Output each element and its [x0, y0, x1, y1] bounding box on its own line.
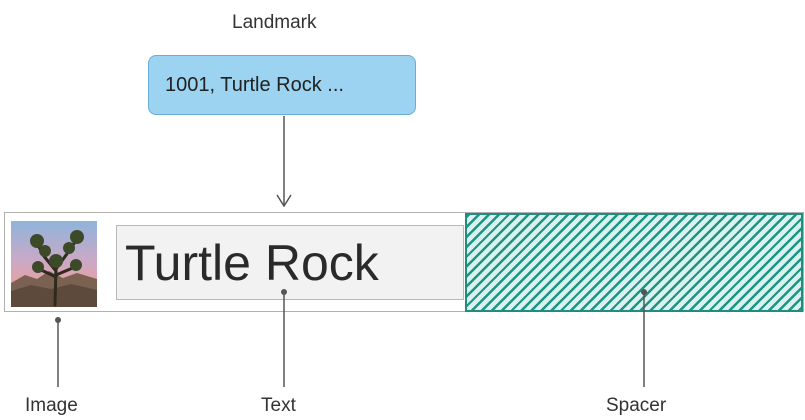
text-callout-label: Text — [261, 395, 296, 416]
landmark-arrow-head — [276, 194, 292, 208]
image-callout-label: Image — [25, 395, 78, 416]
landmark-title: Landmark — [232, 12, 317, 33]
text-element-value: Turtle Rock — [125, 234, 379, 291]
text-leader-dot — [281, 289, 287, 295]
landmark-value-box: 1001, Turtle Rock ... — [148, 55, 416, 115]
spacer-leader-dot — [641, 289, 647, 295]
spacer-callout-label: Spacer — [606, 395, 667, 416]
image-leader-dot — [55, 317, 61, 323]
text-element: Turtle Rock — [116, 225, 464, 300]
landmark-value: 1001, Turtle Rock ... — [165, 73, 344, 96]
joshua-tree-landscape-icon — [11, 221, 97, 307]
spacer-element — [465, 213, 803, 312]
